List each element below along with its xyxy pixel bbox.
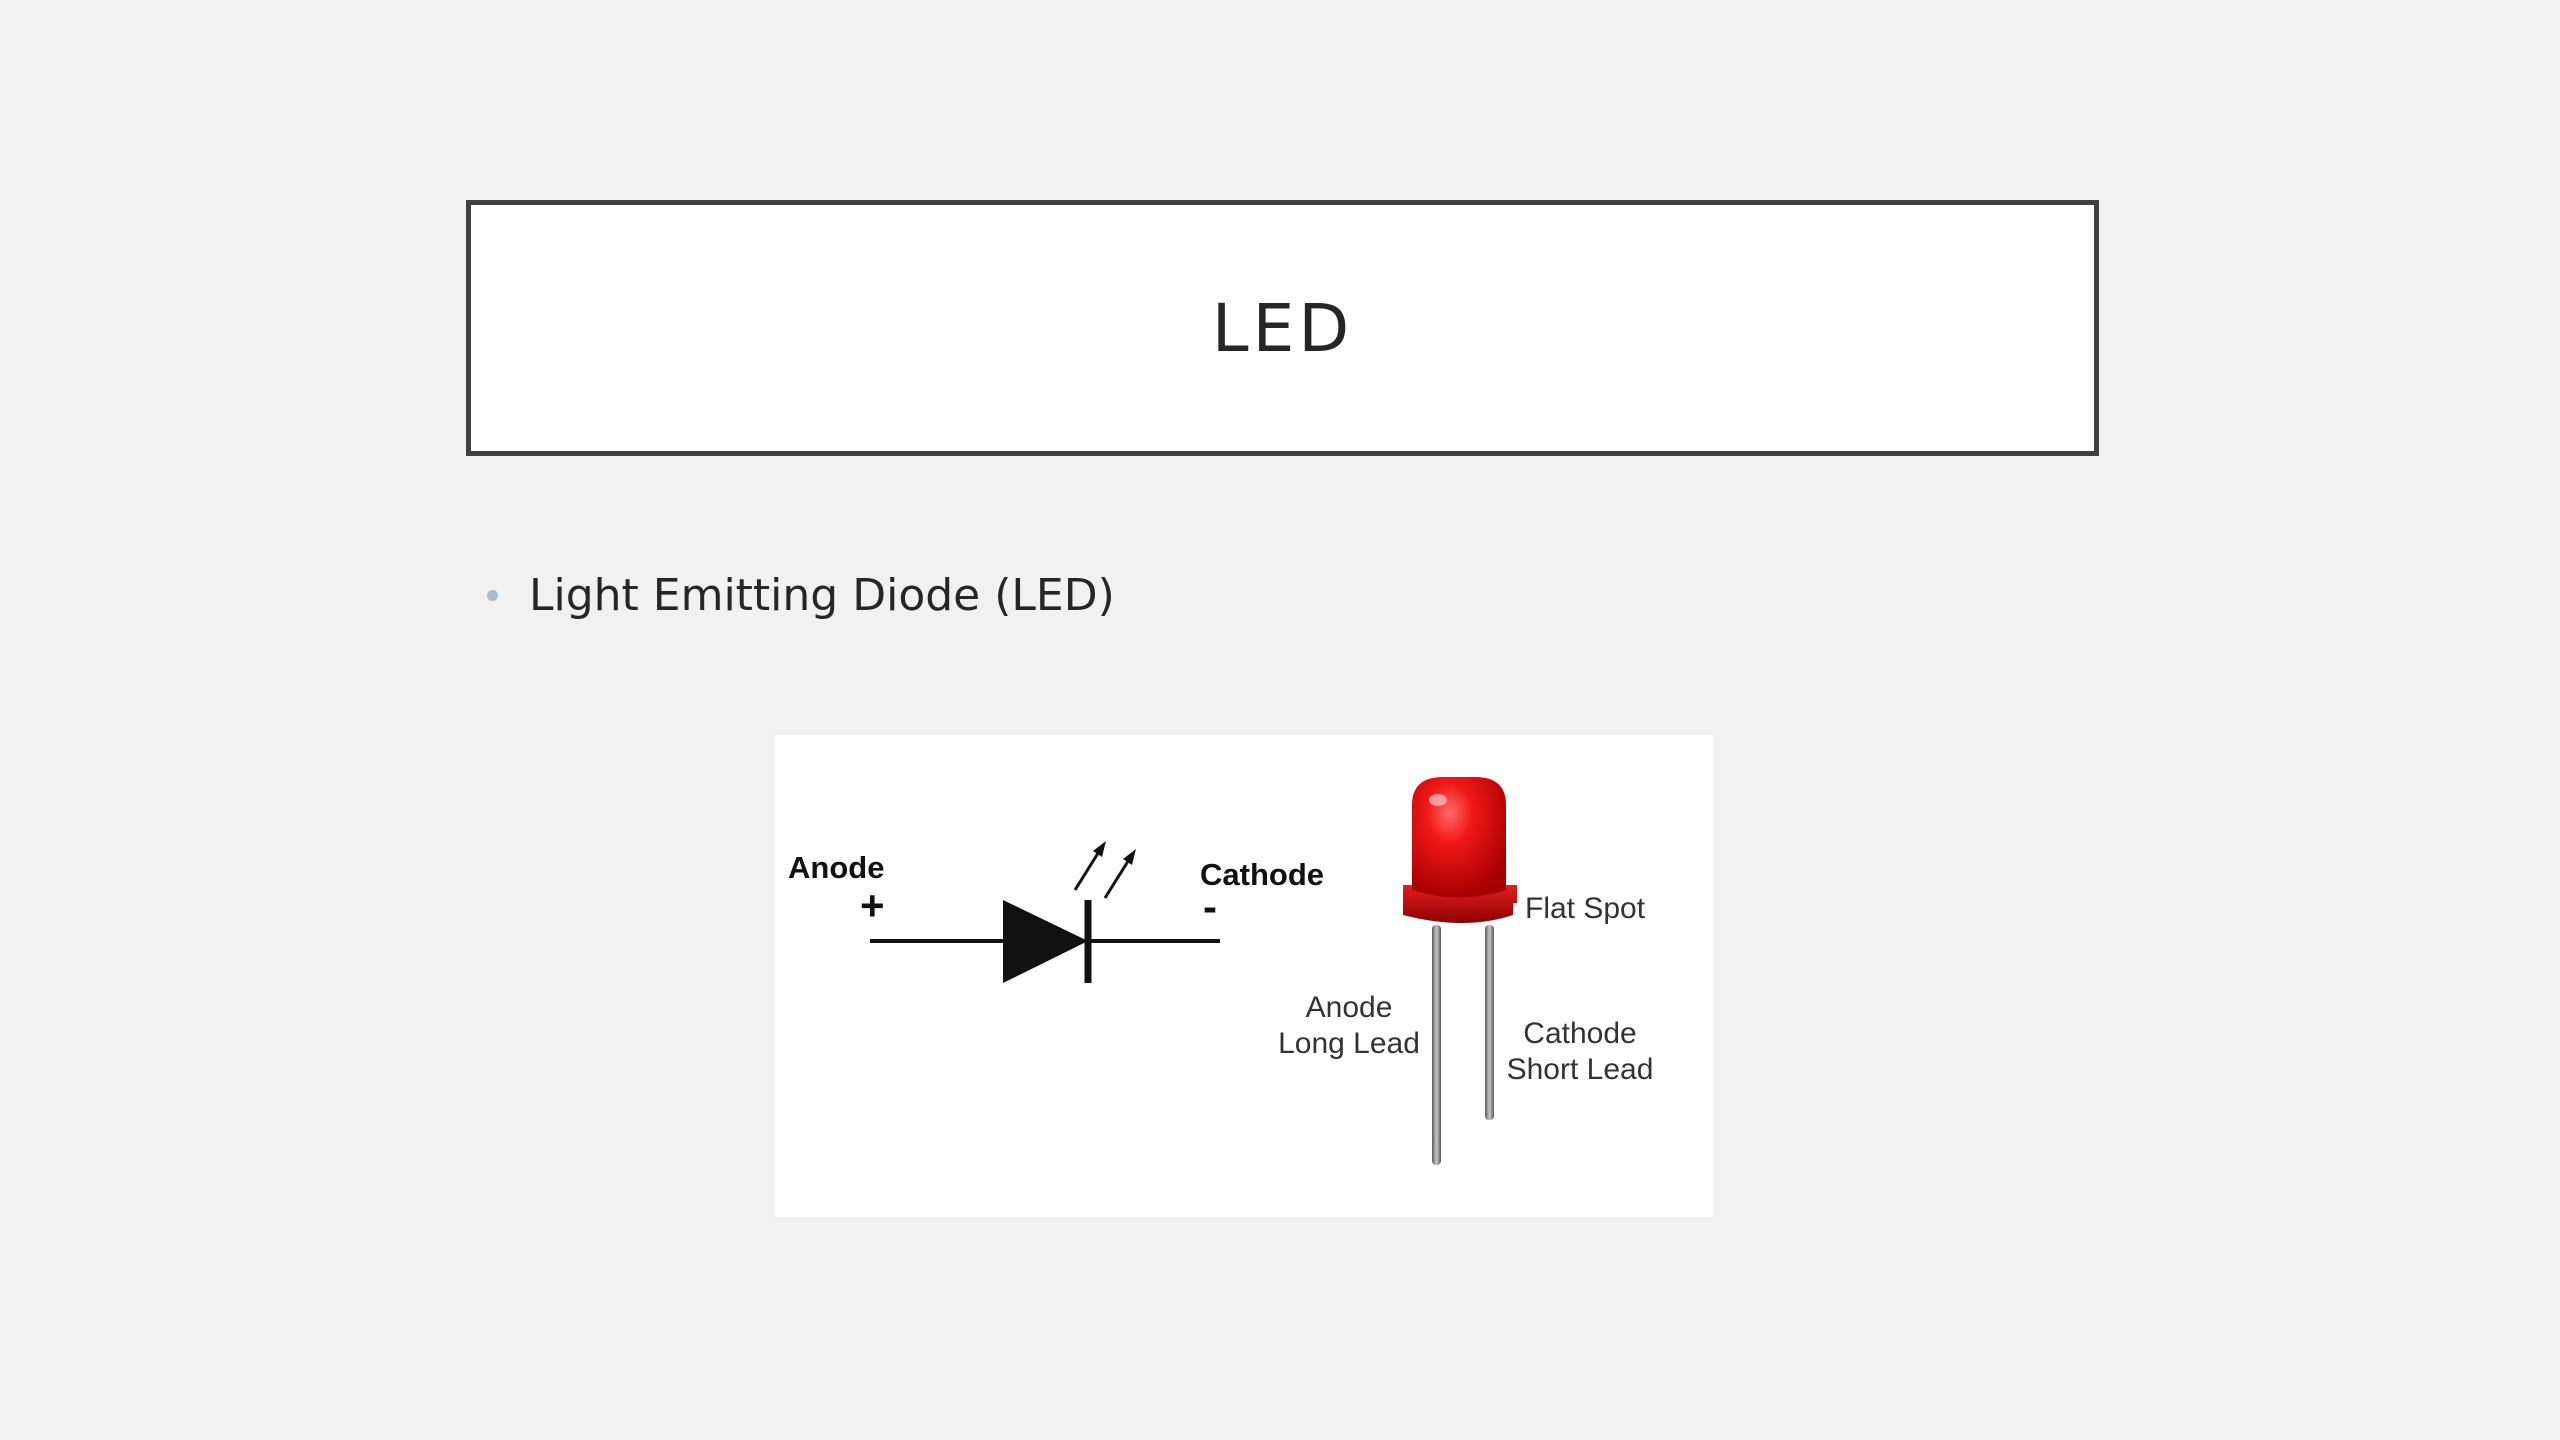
led-diagram-image: Anode + Cathode -: [775, 735, 1713, 1217]
led-diagram-svg: Anode + Cathode -: [788, 777, 1654, 1165]
anode-plus-sign: +: [860, 882, 885, 929]
diode-triangle-icon: [1003, 900, 1088, 983]
anode-lead-label-line1: Anode: [1306, 991, 1393, 1024]
title-box: LED: [466, 200, 2099, 456]
flat-spot-label: Flat Spot: [1525, 892, 1646, 925]
led-component-icon: [1403, 777, 1517, 1165]
cathode-lead-label-line2: Short Lead: [1507, 1053, 1654, 1086]
anode-label: Anode: [788, 850, 884, 885]
cathode-short-lead: [1485, 925, 1494, 1120]
bullet-item: Light Emitting Diode (LED): [487, 555, 1115, 635]
cathode-minus-sign: -: [1203, 883, 1217, 930]
cathode-lead-label-line1: Cathode: [1523, 1017, 1636, 1050]
led-dome: [1412, 777, 1506, 898]
anode-long-lead: [1432, 925, 1441, 1165]
cathode-label: Cathode: [1200, 857, 1324, 892]
light-emission-arrows-icon: [1073, 841, 1136, 899]
bullet-text: Light Emitting Diode (LED): [529, 569, 1115, 621]
bullet-dot-icon: [487, 589, 498, 601]
slide-title: LED: [1211, 289, 1354, 367]
anode-lead-label-line2: Long Lead: [1278, 1027, 1420, 1060]
